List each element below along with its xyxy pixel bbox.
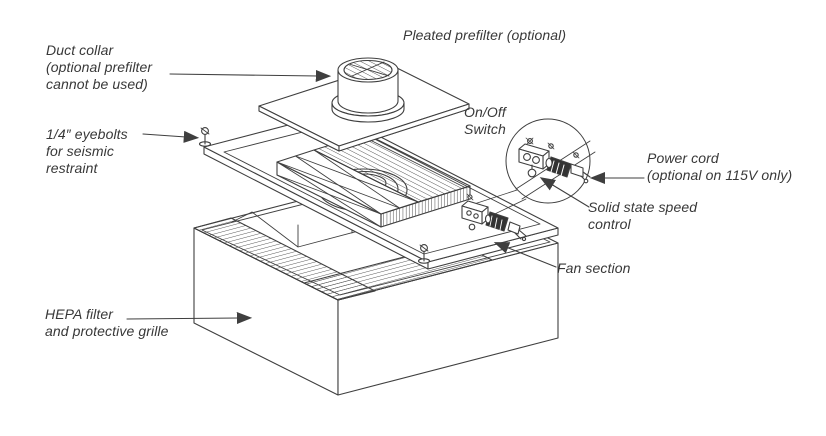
prefilter-lattice [276,149,419,215]
label-fan-section: Fan section [557,260,631,276]
arrow-fan-section [493,242,557,268]
collar-flange-rim [331,102,405,123]
arrow-eyebolts [142,130,200,143]
label-hepa-filter: HEPA filter and protective grille [45,306,169,339]
plug-end [583,178,589,184]
cord-plug-small [507,221,521,235]
leader-arrows [126,69,645,325]
label-duct-collar: Duct collar (optional prefilter cannot b… [46,42,153,92]
hepa-box-plenum [231,209,401,248]
eyebolt-left [198,127,212,147]
label-speed-control: Solid state speed control [588,199,698,232]
power-plug-detail [570,151,591,184]
coil-washer [484,214,492,224]
duct-collar-cylinder [331,57,405,123]
arrow-hepa-filter [126,311,253,325]
switch-box-front [461,205,483,225]
label-on-off-switch: On/Off Switch [464,104,506,137]
arrow-duct-collar [169,69,332,83]
switch-knob [468,223,476,231]
speed-control-detail [545,142,572,178]
collar-plate-thickness-r [338,103,470,152]
detail-callout-circle [505,118,596,204]
switch-assembly [461,189,527,242]
label-pleated-prefilter: Pleated prefilter (optional) [403,27,567,43]
onoff-knob [527,168,537,178]
arrow-speed-control [539,177,590,208]
label-eyebolts: 1/4″ eyebolts for seismic restraint [46,126,128,176]
label-power-cord: Power cord (optional on 115V only) [647,150,793,183]
eyebolt-front [417,244,431,264]
cord-end [521,236,527,242]
